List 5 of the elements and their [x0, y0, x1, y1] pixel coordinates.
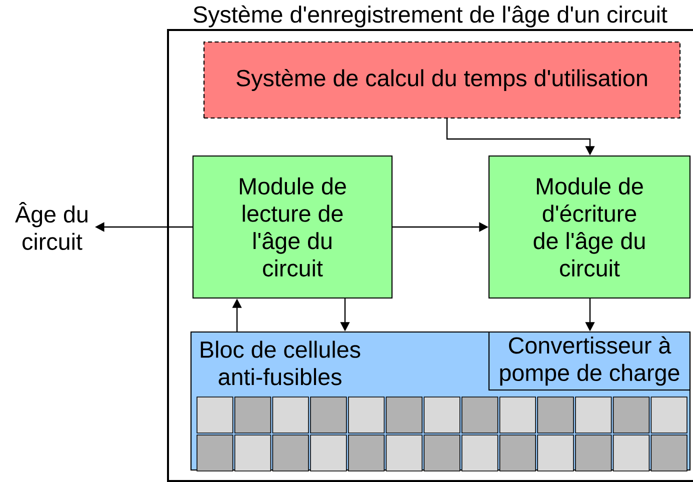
- process-box: Système de calcul du temps d'utilisation: [203, 41, 681, 119]
- output-text: Âge du circuit: [15, 202, 88, 250]
- module-box: Module de lecture de l'âge du circuit: [192, 155, 393, 299]
- module-box: Module de d'écriture de l'âge du circuit: [488, 155, 691, 299]
- converter-box: Convertisseur à pompe de charge: [488, 331, 691, 391]
